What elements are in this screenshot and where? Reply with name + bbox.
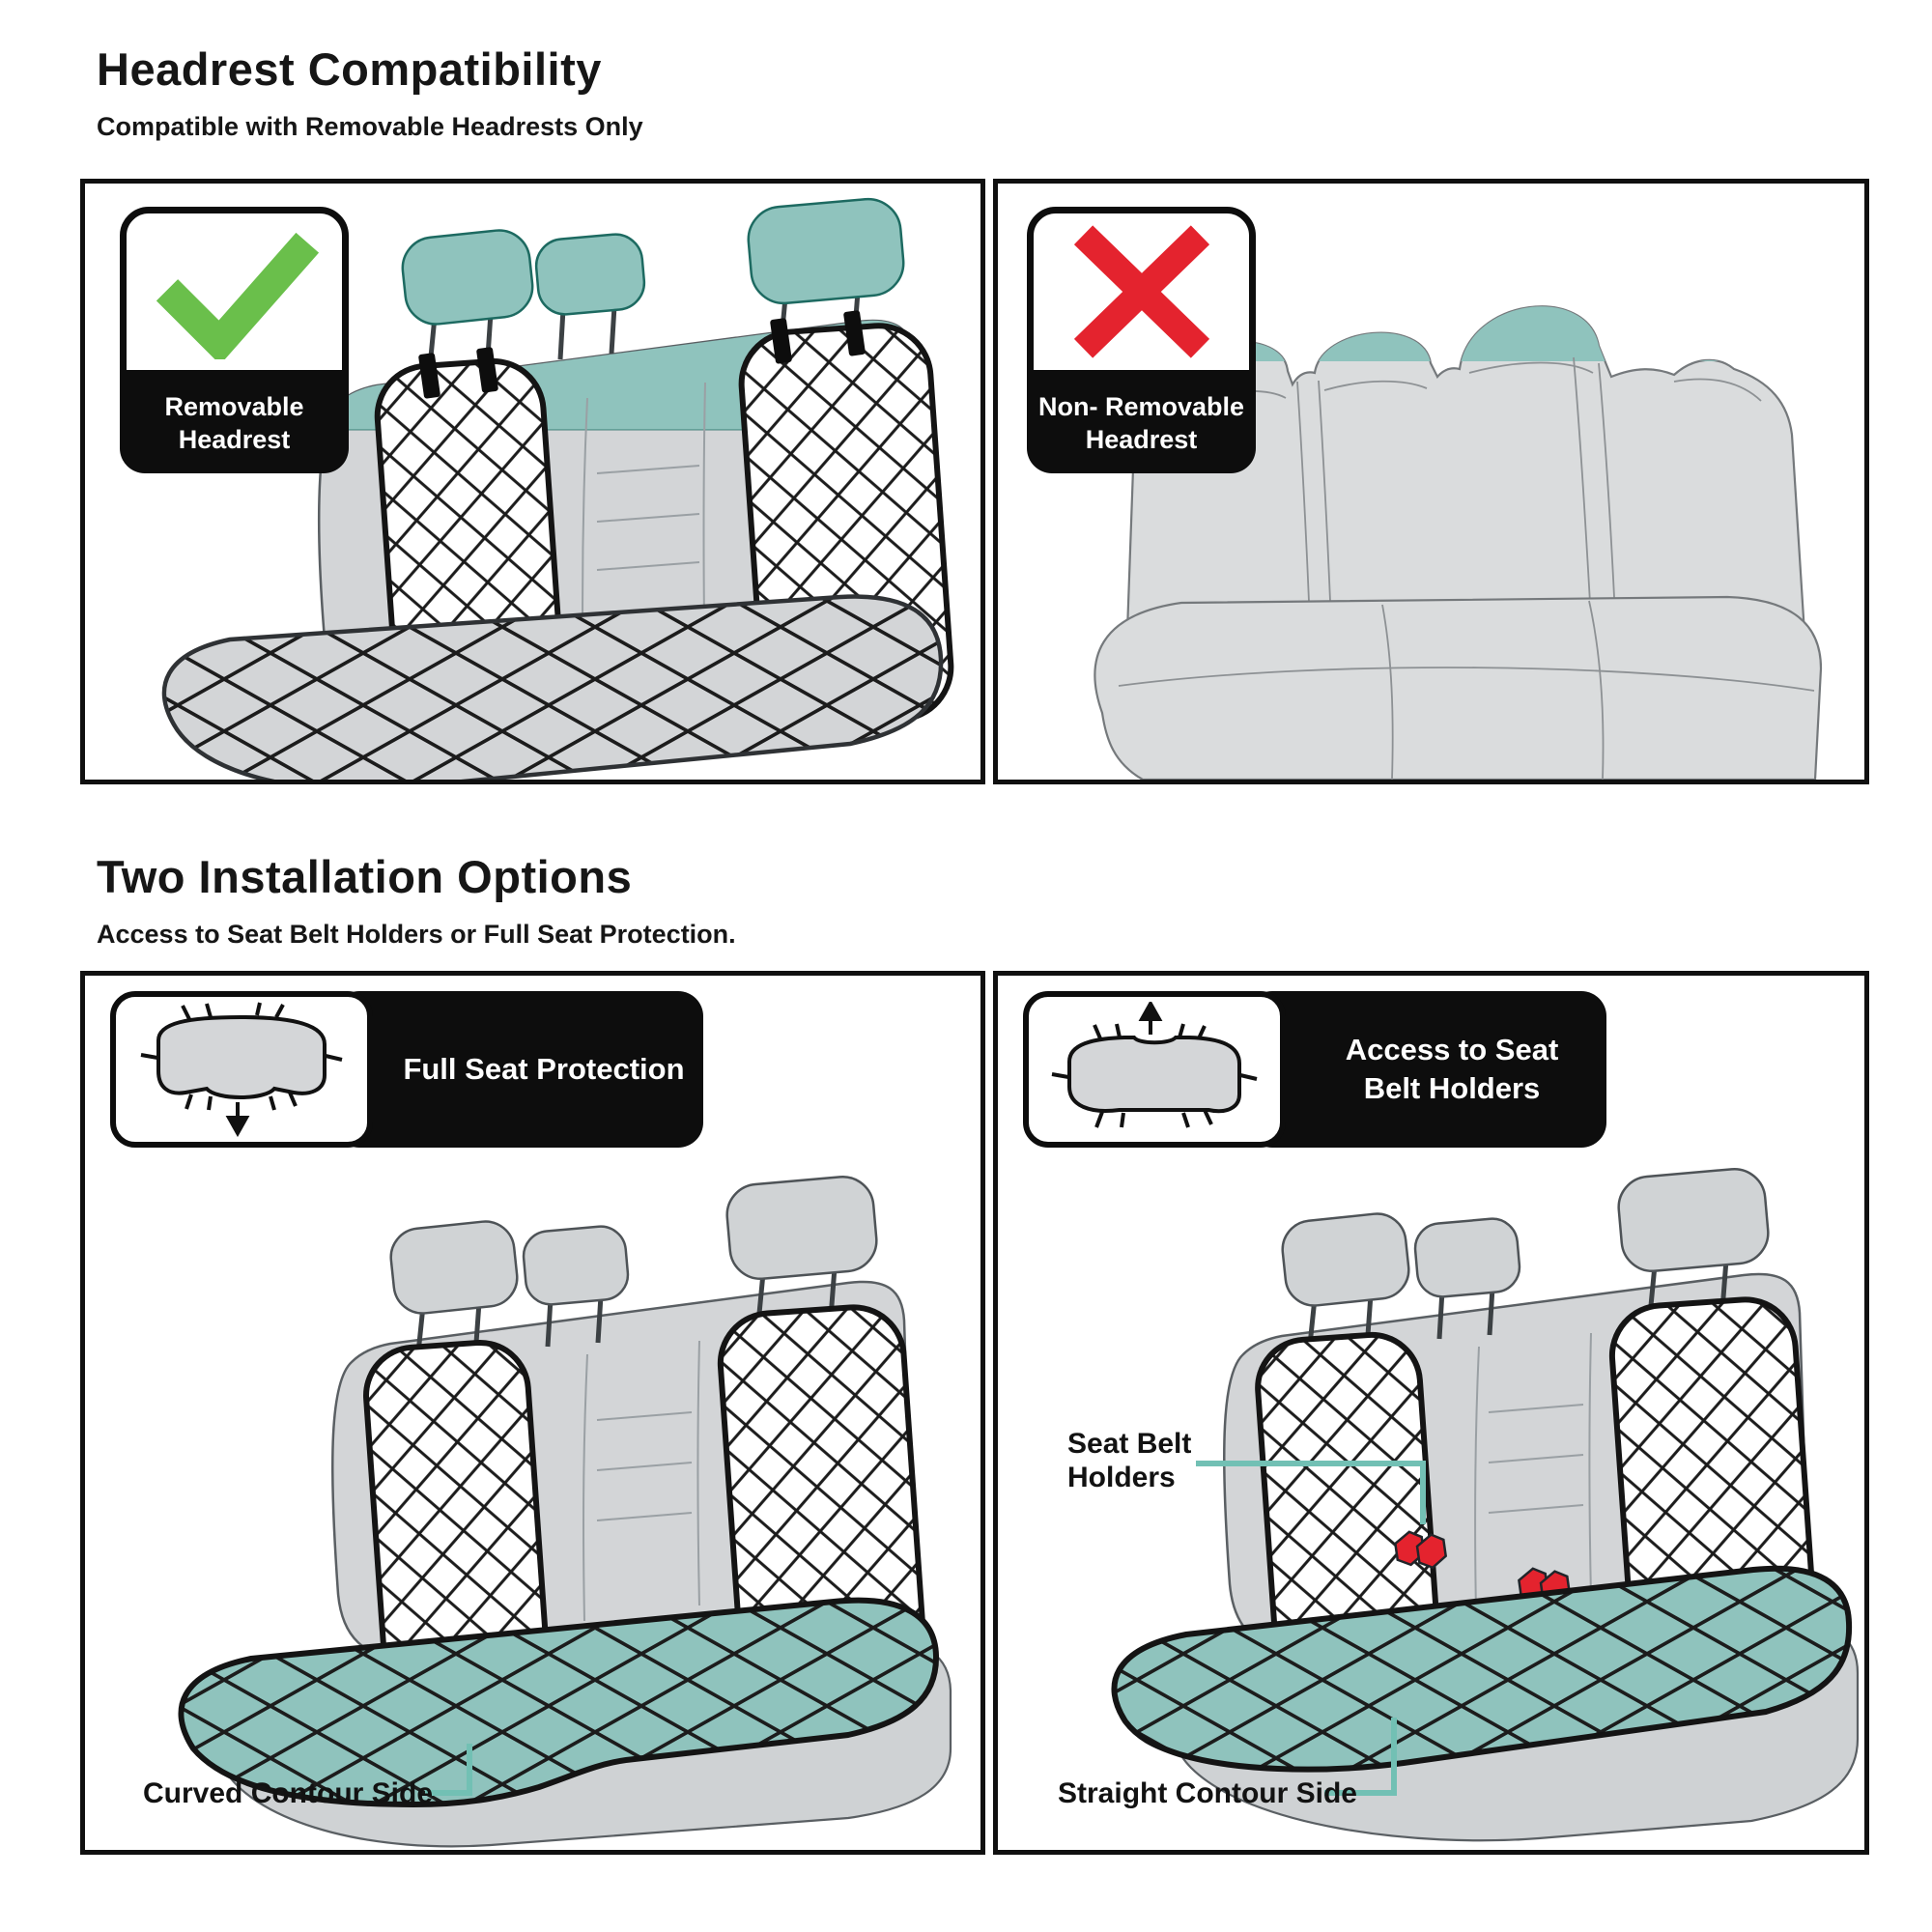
straight-contour-text: Straight Contour Side [1058,1777,1357,1809]
non-removable-badge: Non- Removable Headrest [1027,207,1256,473]
panel-access-seat-belt: Access to Seat Belt Holders Seat Belt Ho… [993,971,1869,1855]
removable-badge-line2: Headrest [178,425,291,454]
section2-title: Two Installation Options [97,851,633,902]
straight-contour-callout-line [1324,1718,1397,1796]
back-protector-panel-left [363,1339,549,1698]
access-seat-belt-pill: Access to Seat Belt Holders [1247,991,1606,1148]
panel-removable-headrest: Removable Headrest [80,179,985,784]
panel-full-seat-protection: Full Seat Protection Curved Contour Side [80,971,985,1855]
gray-headrests [389,1175,878,1315]
full-seat-protection-header: Full Seat Protection [110,991,703,1148]
seat-cover-pull-down-icon [140,1002,343,1137]
full-seat-protection-label: Full Seat Protection [403,1052,685,1086]
seat-seams [582,1340,700,1622]
seat-cover-icon-box [110,991,373,1148]
access-seat-belt-header: Access to Seat Belt Holders [1023,991,1606,1148]
full-seat-protection-pill: Full Seat Protection [334,991,703,1148]
access-seat-belt-label-line1: Access to Seat [1345,1033,1559,1066]
removable-badge: Removable Headrest [120,207,349,473]
section2-subtitle: Access to Seat Belt Holders or Full Seat… [97,920,736,949]
seat-belt-holders-text-line1: Seat Belt [1067,1428,1192,1460]
teal-cushion-cover [1111,1565,1853,1773]
panel-non-removable-headrest: Non- Removable Headrest [993,179,1869,784]
x-icon [1073,225,1209,358]
x-mark-box [1027,207,1256,377]
seat-belt-callout-line [1196,1461,1426,1524]
seat-cover-pull-up-icon [1051,1002,1258,1128]
seat-cover-icon-box [1023,991,1286,1148]
curved-contour-callout: Curved Contour Side [143,1776,433,1810]
removable-headrests [401,197,905,326]
removable-badge-label: Removable Headrest [120,377,349,473]
section1-title: Headrest Compatibility [97,43,602,95]
check-mark-box [120,207,349,377]
check-icon [156,232,319,359]
teal-cushion-cover [178,1597,940,1808]
non-removable-badge-label: Non- Removable Headrest [1027,377,1256,473]
bench-cushion-cover [161,594,944,780]
seat-belt-holders-text-line2: Holders [1067,1462,1176,1493]
curved-contour-callout-line [425,1744,472,1796]
full-seat-protection-illustration [178,1175,952,1848]
gray-headrests [1281,1167,1770,1307]
seat-seams [1474,1332,1592,1614]
non-removable-badge-line2: Headrest [1085,425,1198,454]
seat-belt-holders-callout: Seat Belt Holders [1067,1427,1191,1494]
bench-cushion [1094,595,1823,780]
removable-badge-line1: Removable [164,392,304,421]
straight-contour-callout: Straight Contour Side [1058,1776,1357,1810]
non-removable-headrest-illustration [1094,305,1823,780]
section1-subtitle: Compatible with Removable Headrests Only [97,112,643,141]
access-seat-belt-illustration [1111,1167,1860,1842]
headrest-straps [418,310,866,399]
curved-contour-text: Curved Contour Side [143,1777,434,1809]
removable-headrest-illustration [161,197,954,780]
access-seat-belt-label-line2: Belt Holders [1363,1071,1541,1105]
non-removable-badge-line1: Non- Removable [1037,392,1245,421]
